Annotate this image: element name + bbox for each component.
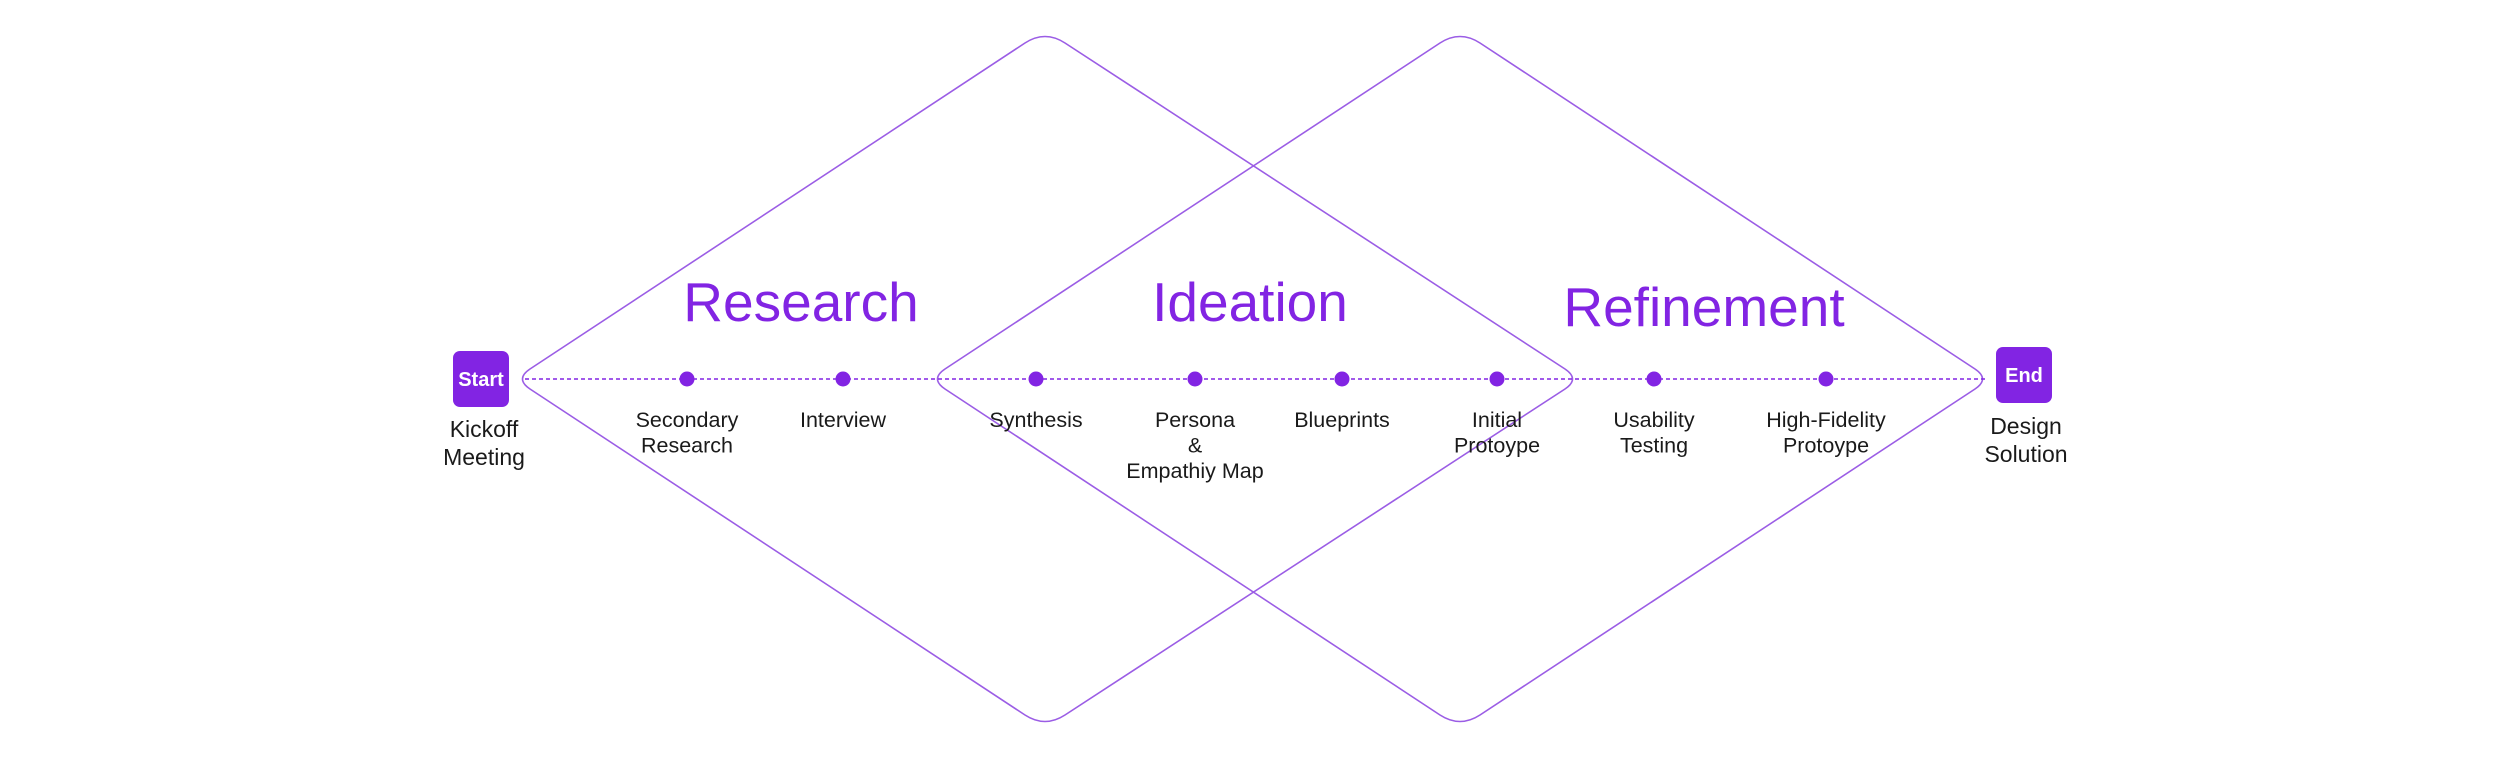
step-label: Persona <box>1155 408 1235 432</box>
step-dot <box>835 371 851 387</box>
phase-title-ideation: Ideation <box>1152 271 1348 333</box>
step-label: Blueprints <box>1294 408 1390 432</box>
start-caption-line-2: Meeting <box>443 444 525 470</box>
start-box <box>453 351 509 407</box>
step-label: Testing <box>1620 434 1688 458</box>
end-box-label: End <box>2005 365 2043 387</box>
start-caption-line-1: Kickoff <box>450 416 519 442</box>
step-dot <box>1187 371 1203 387</box>
step-dot <box>1489 371 1505 387</box>
step-label: & <box>1188 434 1202 458</box>
end-caption-line-1: Design <box>1990 413 2062 439</box>
step-label: Interview <box>800 408 887 432</box>
step-dot <box>1028 371 1044 387</box>
step-dot <box>1818 371 1834 387</box>
step-label: Secondary <box>636 408 739 432</box>
step-dot <box>679 371 695 387</box>
start-box-label: Start <box>458 369 504 391</box>
step-label: Research <box>641 434 733 458</box>
end-box <box>1996 347 2052 403</box>
step-dot <box>1334 371 1350 387</box>
step-label: Empathiy Map <box>1126 459 1263 483</box>
step-label: High-Fidelity <box>1766 408 1886 432</box>
phase-title-research: Research <box>683 271 918 333</box>
diamond-outline-left <box>521 35 1574 723</box>
step-dot <box>1646 371 1662 387</box>
step-label: Synthesis <box>989 408 1082 432</box>
phase-title-refinement: Refinement <box>1563 276 1844 338</box>
step-label: Protoype <box>1783 434 1869 458</box>
end-caption-line-2: Solution <box>1984 441 2067 467</box>
diamond-outline-right <box>936 35 1984 723</box>
step-label: Usability <box>1613 408 1694 432</box>
step-label: Initial <box>1472 408 1522 432</box>
step-label: Protoype <box>1454 434 1540 458</box>
